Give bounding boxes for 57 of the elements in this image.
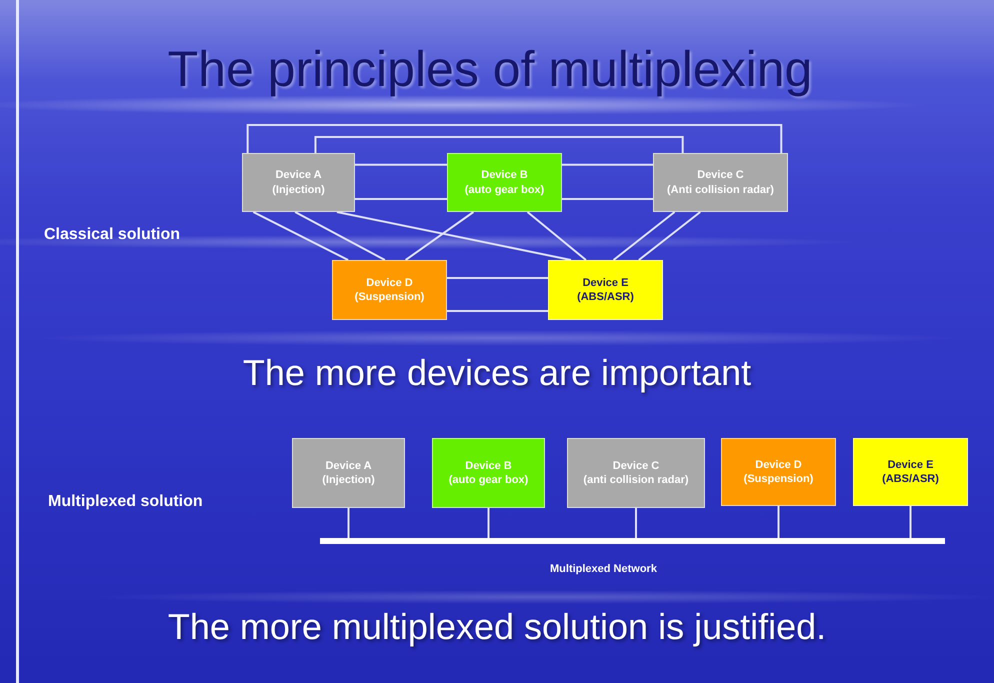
- connection-line: [355, 164, 447, 166]
- device-box: [292, 438, 405, 508]
- device-box: [853, 438, 968, 506]
- connection-line: [638, 211, 701, 261]
- device-function: (ABS/ASR): [882, 472, 939, 486]
- device-box: [447, 153, 562, 212]
- device-name: Device D: [366, 276, 413, 290]
- device-function: (Anti collision radar): [667, 182, 774, 197]
- connection-line: [314, 136, 684, 153]
- device-function: (Suspension): [354, 290, 424, 304]
- connection-line: [488, 508, 490, 538]
- device-name: Device E: [888, 458, 934, 472]
- connection-line: [562, 198, 653, 200]
- connection-line: [778, 506, 780, 538]
- connection-line: [447, 310, 548, 312]
- device-name: Device A: [275, 168, 322, 182]
- device-name: Device E: [582, 276, 628, 290]
- connection-line: [612, 211, 676, 261]
- connection-line: [447, 277, 548, 279]
- connection-line: [562, 164, 653, 166]
- connection-line: [336, 211, 572, 261]
- device-box: [653, 153, 788, 212]
- device-box: [432, 438, 545, 508]
- device-name: Device B: [465, 458, 512, 473]
- device-name: Device C: [697, 168, 744, 182]
- row-label: Multiplexed solution: [48, 493, 203, 511]
- device-name: Device D: [755, 458, 802, 472]
- device-name: Device A: [325, 458, 372, 473]
- connection-line: [635, 508, 637, 538]
- connection-line: [294, 211, 386, 261]
- connection-line: [526, 211, 587, 261]
- device-function: (auto gear box): [448, 473, 528, 488]
- device-function: (ABS/ASR): [577, 290, 634, 304]
- connection-line: [910, 506, 912, 538]
- row-label: Classical solution: [44, 226, 180, 244]
- connection-line: [252, 211, 349, 261]
- connection-line: [355, 198, 447, 200]
- device-box: [242, 153, 355, 212]
- network-label: Multiplexed Network: [550, 563, 657, 575]
- device-box: [332, 260, 447, 320]
- device-function: (Injection): [322, 473, 375, 488]
- network-bus: [320, 538, 945, 544]
- device-box: [548, 260, 663, 320]
- connection-line: [246, 124, 782, 153]
- device-name: Device B: [481, 168, 528, 182]
- statement-text: The more multiplexed solution is justified.: [166, 606, 828, 648]
- device-function: (Injection): [272, 182, 325, 197]
- device-box: [721, 438, 836, 506]
- device-name: Device C: [612, 458, 660, 473]
- slide-title: The principles of multiplexing: [166, 40, 814, 98]
- connection-line: [405, 211, 474, 261]
- connection-line: [348, 508, 350, 538]
- statement-text: The more devices are important: [242, 352, 752, 394]
- device-function: (auto gear box): [464, 182, 544, 197]
- device-box: [567, 438, 705, 508]
- device-function: (anti collision radar): [583, 473, 689, 488]
- device-function: (Suspension): [744, 472, 814, 486]
